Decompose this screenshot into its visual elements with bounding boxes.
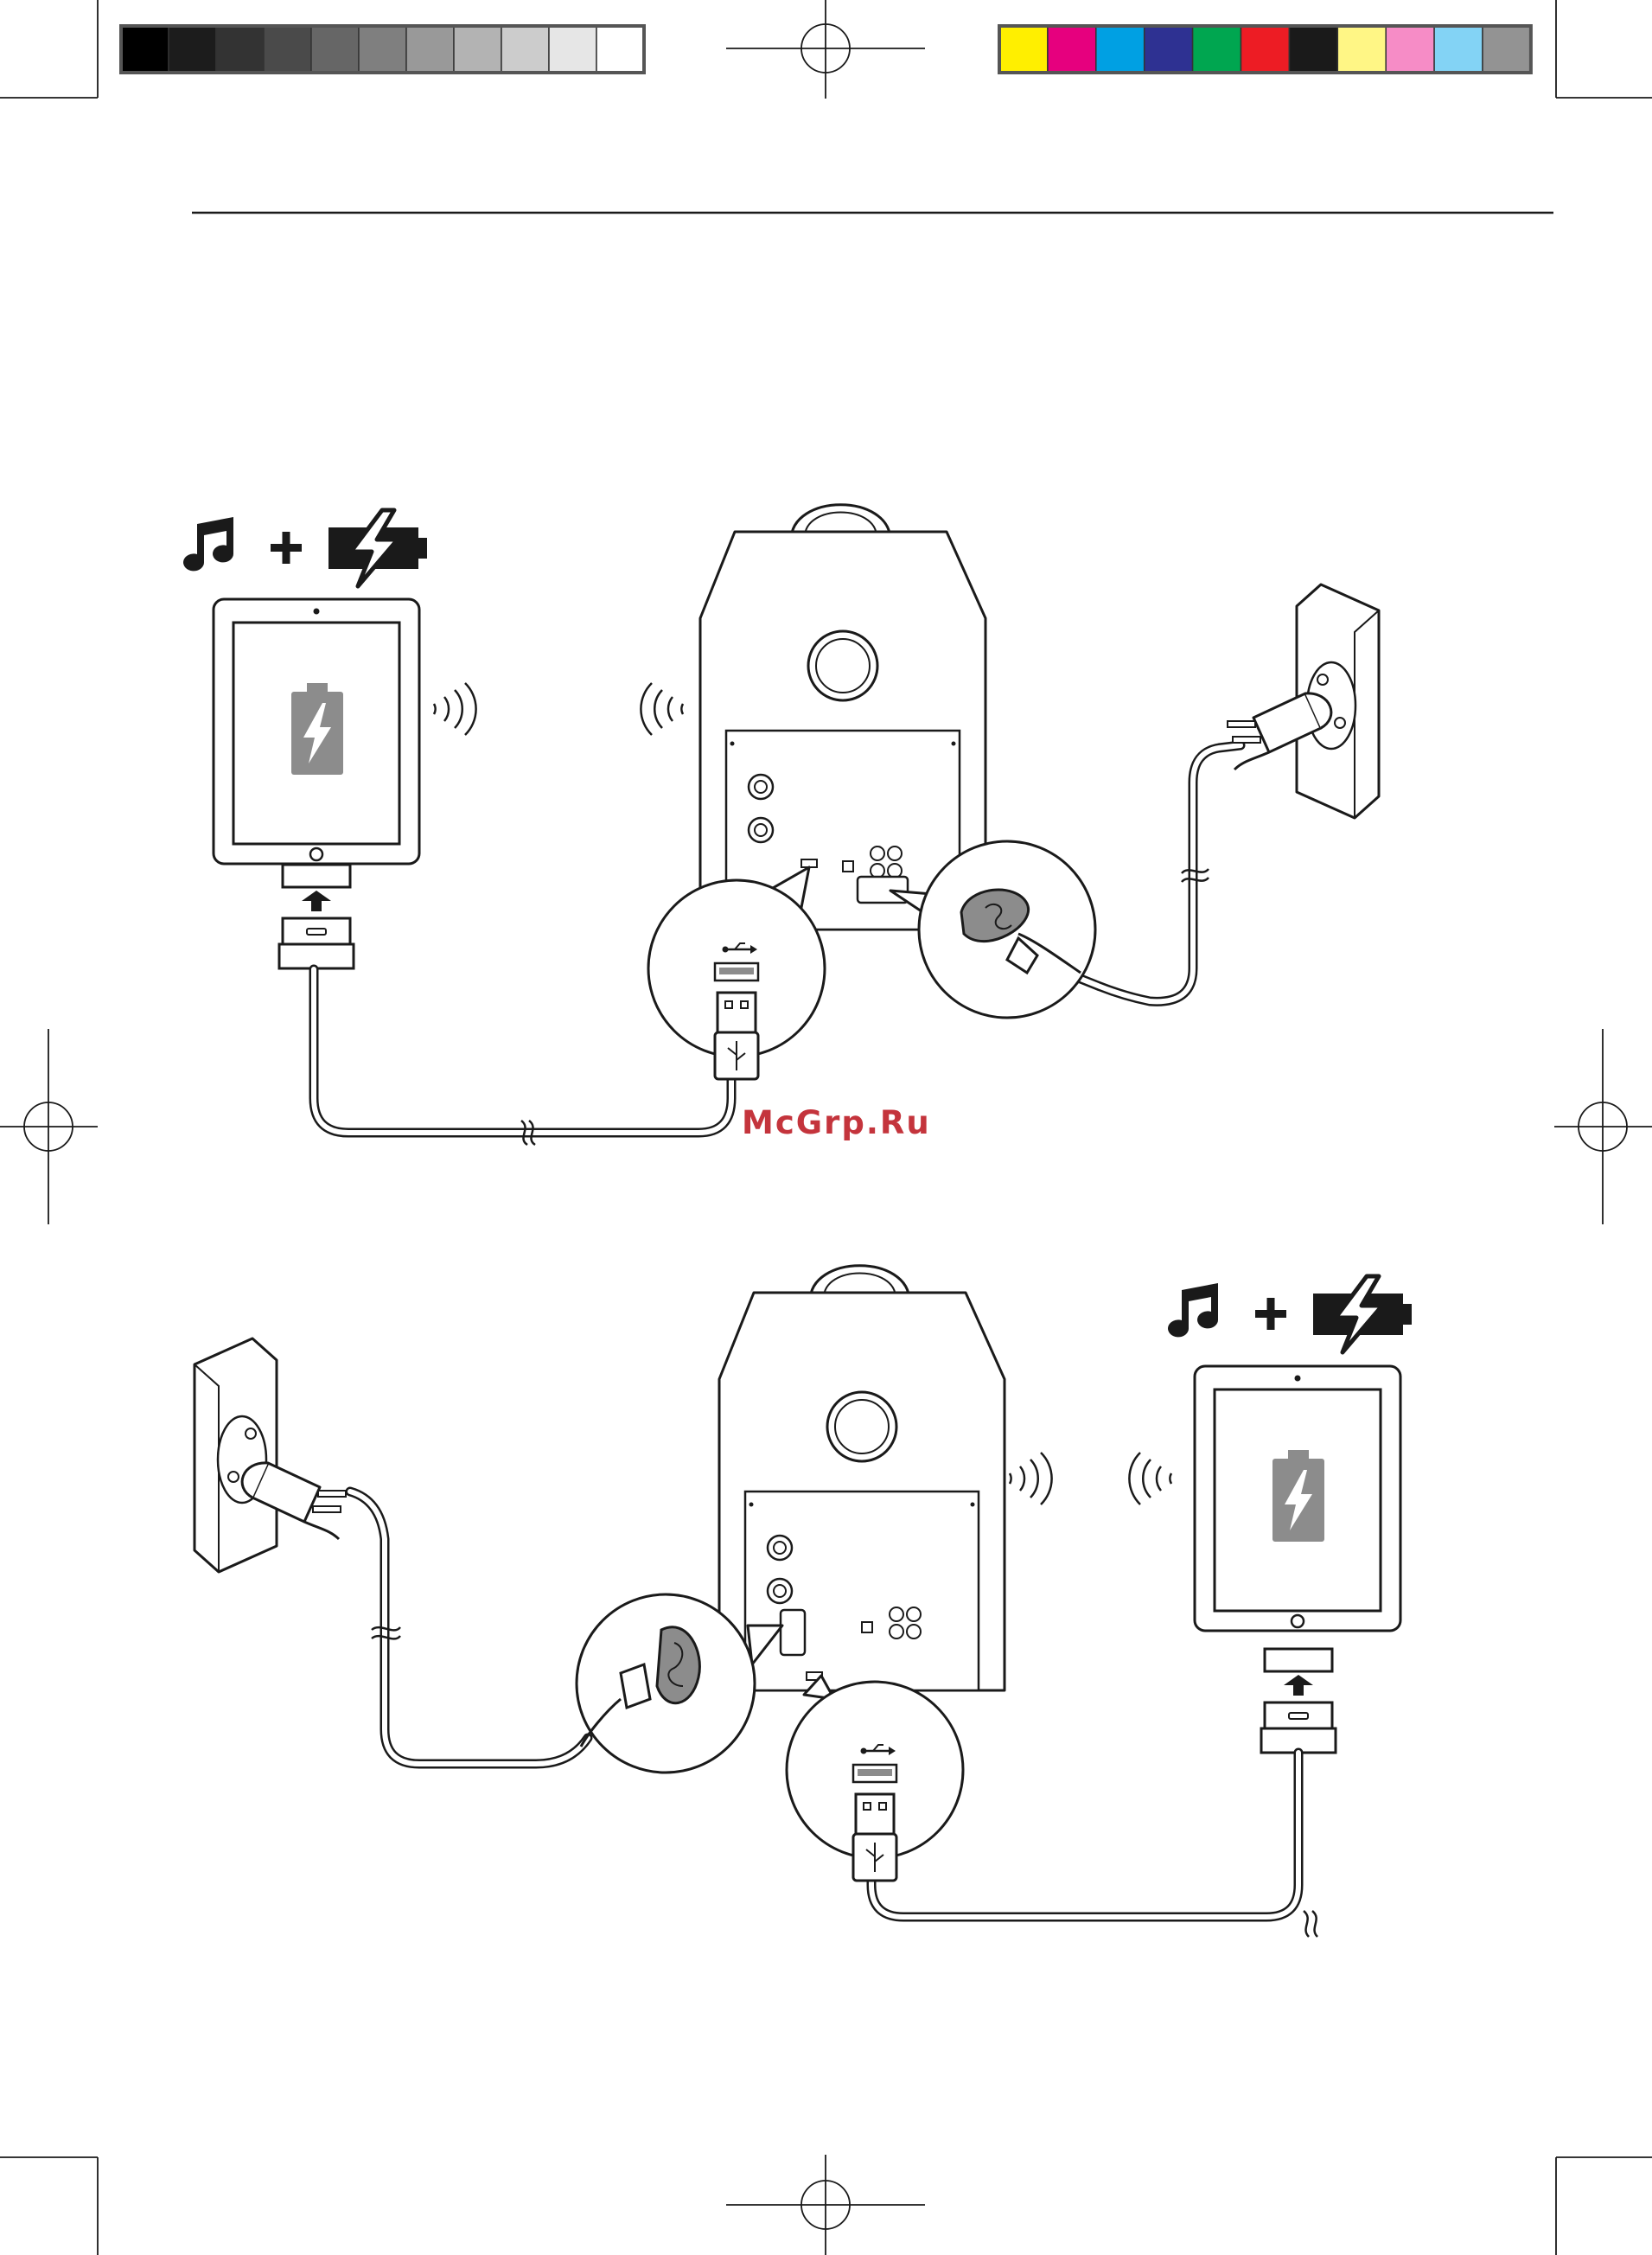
color-swatch — [549, 26, 596, 73]
power-inlet-callout — [577, 1594, 755, 1773]
panel-bottom — [195, 1266, 1412, 1937]
registration-mark-bottom — [726, 2155, 925, 2255]
color-swatch — [169, 26, 216, 73]
color-swatch — [1241, 26, 1290, 73]
registration-mark-left — [0, 1029, 98, 1224]
color-swatch — [1048, 26, 1096, 73]
crop-mark-top-left — [0, 0, 98, 98]
color-swatch — [1096, 26, 1145, 73]
tablet — [214, 599, 419, 864]
color-swatch — [596, 26, 644, 73]
music-note-icon — [183, 517, 233, 571]
dock-connector — [279, 865, 354, 968]
music-plus-charge-legend — [183, 510, 427, 586]
color-swatch — [1434, 26, 1483, 73]
color-swatch — [216, 26, 264, 73]
power-inlet-callout — [919, 841, 1095, 1018]
color-swatch — [264, 26, 311, 73]
usb-port-callout — [787, 1682, 963, 1881]
crop-mark-top-right — [1556, 0, 1652, 98]
plus-icon — [1255, 1298, 1286, 1330]
process-color-bar — [999, 26, 1531, 73]
color-swatch — [359, 26, 406, 73]
battery-charge-icon — [1313, 1276, 1412, 1352]
color-swatch — [454, 26, 501, 73]
plus-icon — [271, 532, 302, 564]
speaker-rear — [700, 505, 985, 929]
color-swatch — [1289, 26, 1337, 73]
crop-mark-bottom-right — [1556, 2157, 1652, 2255]
power-cable — [1076, 745, 1241, 1001]
wall-socket — [195, 1338, 277, 1572]
color-swatch — [999, 26, 1048, 73]
dock-connector — [1261, 1649, 1336, 1753]
music-plus-charge-legend — [1168, 1276, 1412, 1352]
color-swatch — [1483, 26, 1531, 73]
color-swatch — [501, 26, 549, 73]
color-swatch — [1337, 26, 1386, 73]
wireless-waves-icon — [1010, 1453, 1052, 1504]
watermark-text: McGrp.Ru — [742, 1104, 931, 1141]
tablet — [1195, 1366, 1400, 1631]
usb-port-callout — [648, 880, 825, 1079]
registration-mark-top — [726, 0, 925, 99]
crop-mark-bottom-left — [0, 2157, 98, 2255]
music-note-icon — [1168, 1283, 1218, 1337]
color-swatch — [1386, 26, 1434, 73]
wireless-waves-icon — [1129, 1453, 1171, 1504]
wireless-waves-icon — [641, 683, 683, 735]
panel-top — [183, 505, 1379, 1145]
color-swatch — [121, 26, 169, 73]
color-swatch — [311, 26, 359, 73]
wireless-waves-icon — [434, 683, 476, 735]
registration-mark-right — [1554, 1029, 1652, 1224]
color-swatch — [1145, 26, 1193, 73]
battery-charge-icon — [328, 510, 427, 586]
color-swatch — [1193, 26, 1241, 73]
gray-color-bar — [121, 26, 644, 73]
color-swatch — [406, 26, 454, 73]
